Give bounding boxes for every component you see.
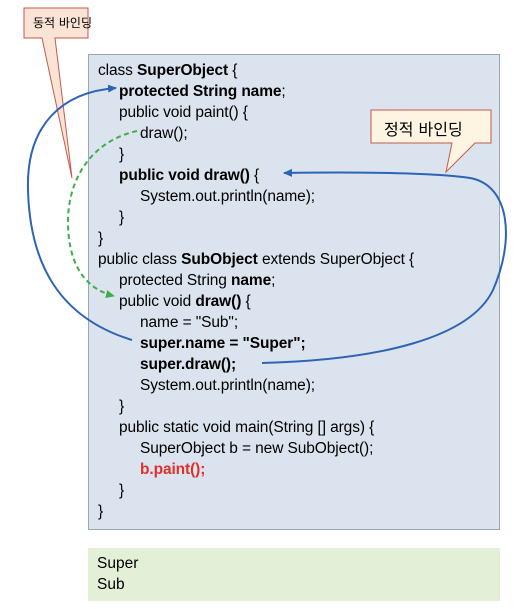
super-draw-arrow [261,168,507,364]
code-token: { [241,293,251,310]
code-token: protected String [119,272,232,289]
code-token: } [119,482,125,499]
code-token: draw(); [140,125,188,142]
code-line: System.out.println(name); [140,187,315,207]
code-token: } [98,230,104,247]
code-token: protected String [119,83,242,100]
code-line: System.out.println(name); [140,376,315,396]
code-token: super.draw(); [140,356,237,373]
code-line: SuperObject b = new SubObject(); [140,439,373,459]
code-line: public static void main(String [] args) … [119,418,374,438]
code-token: } [98,503,104,520]
code-line: public void draw() { [119,166,259,186]
code-token: ; [271,272,276,289]
code-line: } [119,145,124,165]
code-token: SubObject [181,251,258,268]
code-line: } [119,208,124,228]
dynamic-binding-label: 동적 바인딩 [33,16,93,30]
code-token: public class [98,251,182,268]
code-line: b.paint(); [140,460,205,480]
code-token: b.paint(); [140,461,206,478]
code-line: draw(); [140,124,188,144]
code-token: name = "Sub"; [140,314,239,331]
code-line: name = "Sub"; [140,313,238,333]
code-token: SuperObject [137,62,229,79]
code-token: public void draw() [119,167,250,184]
code-line: class SuperObject { [98,61,237,81]
code-line: public void draw() { [119,292,251,312]
code-token: { [249,167,260,184]
static-binding-callout [370,109,492,174]
code-line: } [119,397,124,417]
code-token: ; [281,83,286,100]
output-line-1: Super [97,555,139,572]
code-token: public void [119,293,196,310]
code-token: draw() [195,293,242,310]
code-token: class [98,62,138,79]
code-token: public static void main(String [] args) … [119,419,375,436]
output-panel: Super Sub [88,548,500,601]
code-line: } [119,481,124,501]
code-token: } [119,209,125,226]
code-token: public void paint() { [119,104,248,121]
code-token: System.out.println(name); [140,188,315,205]
code-line: } [98,502,103,522]
code-line: super.name = "Super"; [140,334,306,354]
code-token: name [241,83,282,100]
code-line: protected String name; [119,271,275,291]
code-line: super.draw(); [140,355,236,375]
code-token: { [228,62,238,79]
code-token: System.out.println(name); [140,377,315,394]
code-token: } [119,146,125,163]
code-line: public class SubObject extends SuperObje… [98,250,414,270]
super-name-arrow [26,84,133,341]
dynamic-draw-arrow [66,130,138,298]
code-token: SuperObject b = new SubObject(); [140,440,374,457]
code-line: protected String name; [119,82,286,102]
code-token: extends SuperObject { [257,251,415,268]
output-line-2: Sub [97,576,125,593]
code-line: public void paint() { [119,103,248,123]
code-line: } [98,229,103,249]
code-token: } [119,398,125,415]
dynamic-binding-callout [23,7,89,179]
static-binding-label: 정적 바인딩 [384,120,463,139]
code-token: super.name = "Super"; [140,335,306,352]
code-token: name [231,272,272,289]
